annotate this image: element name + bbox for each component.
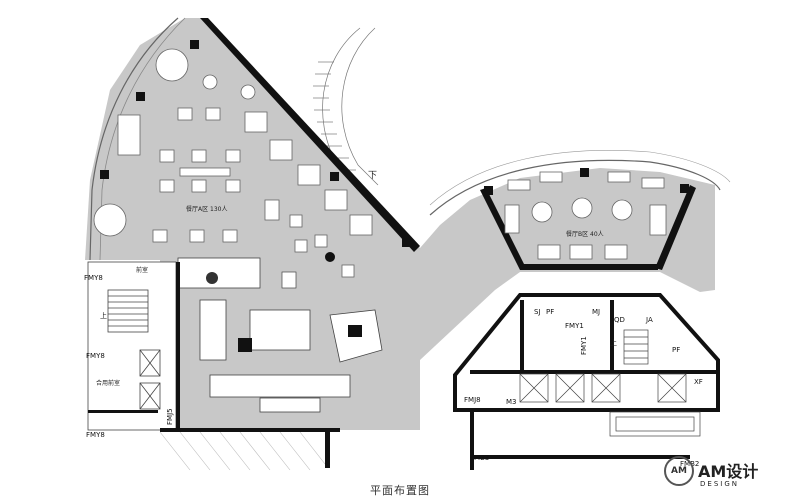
tag-fmy8-bottom: FMY8: [86, 431, 105, 439]
tag-ja: JA: [645, 316, 653, 324]
stair-up-left: 上: [100, 311, 107, 320]
tag-pf: PF: [546, 308, 554, 316]
tag-sj: SJ: [534, 308, 541, 316]
tag-fmj5: FMJ5: [166, 408, 174, 425]
right-service-core: [453, 293, 720, 470]
tag-pf2: PF: [672, 346, 680, 354]
left-service-core: [87, 261, 177, 431]
tag-qd: QD: [614, 316, 625, 324]
pantry-label: 前室: [136, 266, 148, 274]
tag-fmy8-mid: FMY8: [86, 352, 105, 360]
shared-pantry-label: 合用前室: [96, 379, 120, 387]
tag-fmy8-top: FMY8: [84, 274, 103, 282]
zone-b-tables: [504, 171, 667, 260]
logo-mark-icon: AM: [664, 456, 694, 486]
tag-mj: MJ: [592, 308, 600, 316]
hatch-area: [159, 431, 326, 471]
diagonal-wall: [200, 18, 420, 252]
zone-a-label: 餐厅A区 130人: [186, 205, 227, 213]
zone-a-tables: [93, 48, 373, 278]
zone-b-label: 餐厅B区 40人: [566, 230, 604, 238]
kitchen-area: [177, 257, 383, 413]
floor-area-restaurant-a: [85, 18, 715, 430]
drawing-caption: 平面布置图: [370, 484, 430, 497]
tag-m3: M3: [506, 398, 517, 406]
tag-fmy1-b: FMY1: [580, 336, 588, 355]
curved-facade-left: [89, 17, 179, 261]
logo-text: AM设计: [698, 462, 759, 481]
zone-b-wall: [480, 188, 526, 270]
logo-subtitle: DESIGN: [700, 480, 739, 488]
tag-fmy1-a: FMY1: [565, 322, 584, 330]
curved-facade-right: [429, 159, 721, 216]
tag-fmb3: FMB3: [470, 454, 489, 462]
stair-down-label-1: 下: [368, 171, 377, 181]
tag-fmj8: FMJ8: [464, 396, 481, 404]
structural-columns: [100, 40, 689, 262]
stair-up-right: 上: [610, 338, 617, 347]
brand-logo: AM AM设计 DESIGN: [664, 456, 784, 496]
tag-xf: XF: [694, 378, 703, 386]
